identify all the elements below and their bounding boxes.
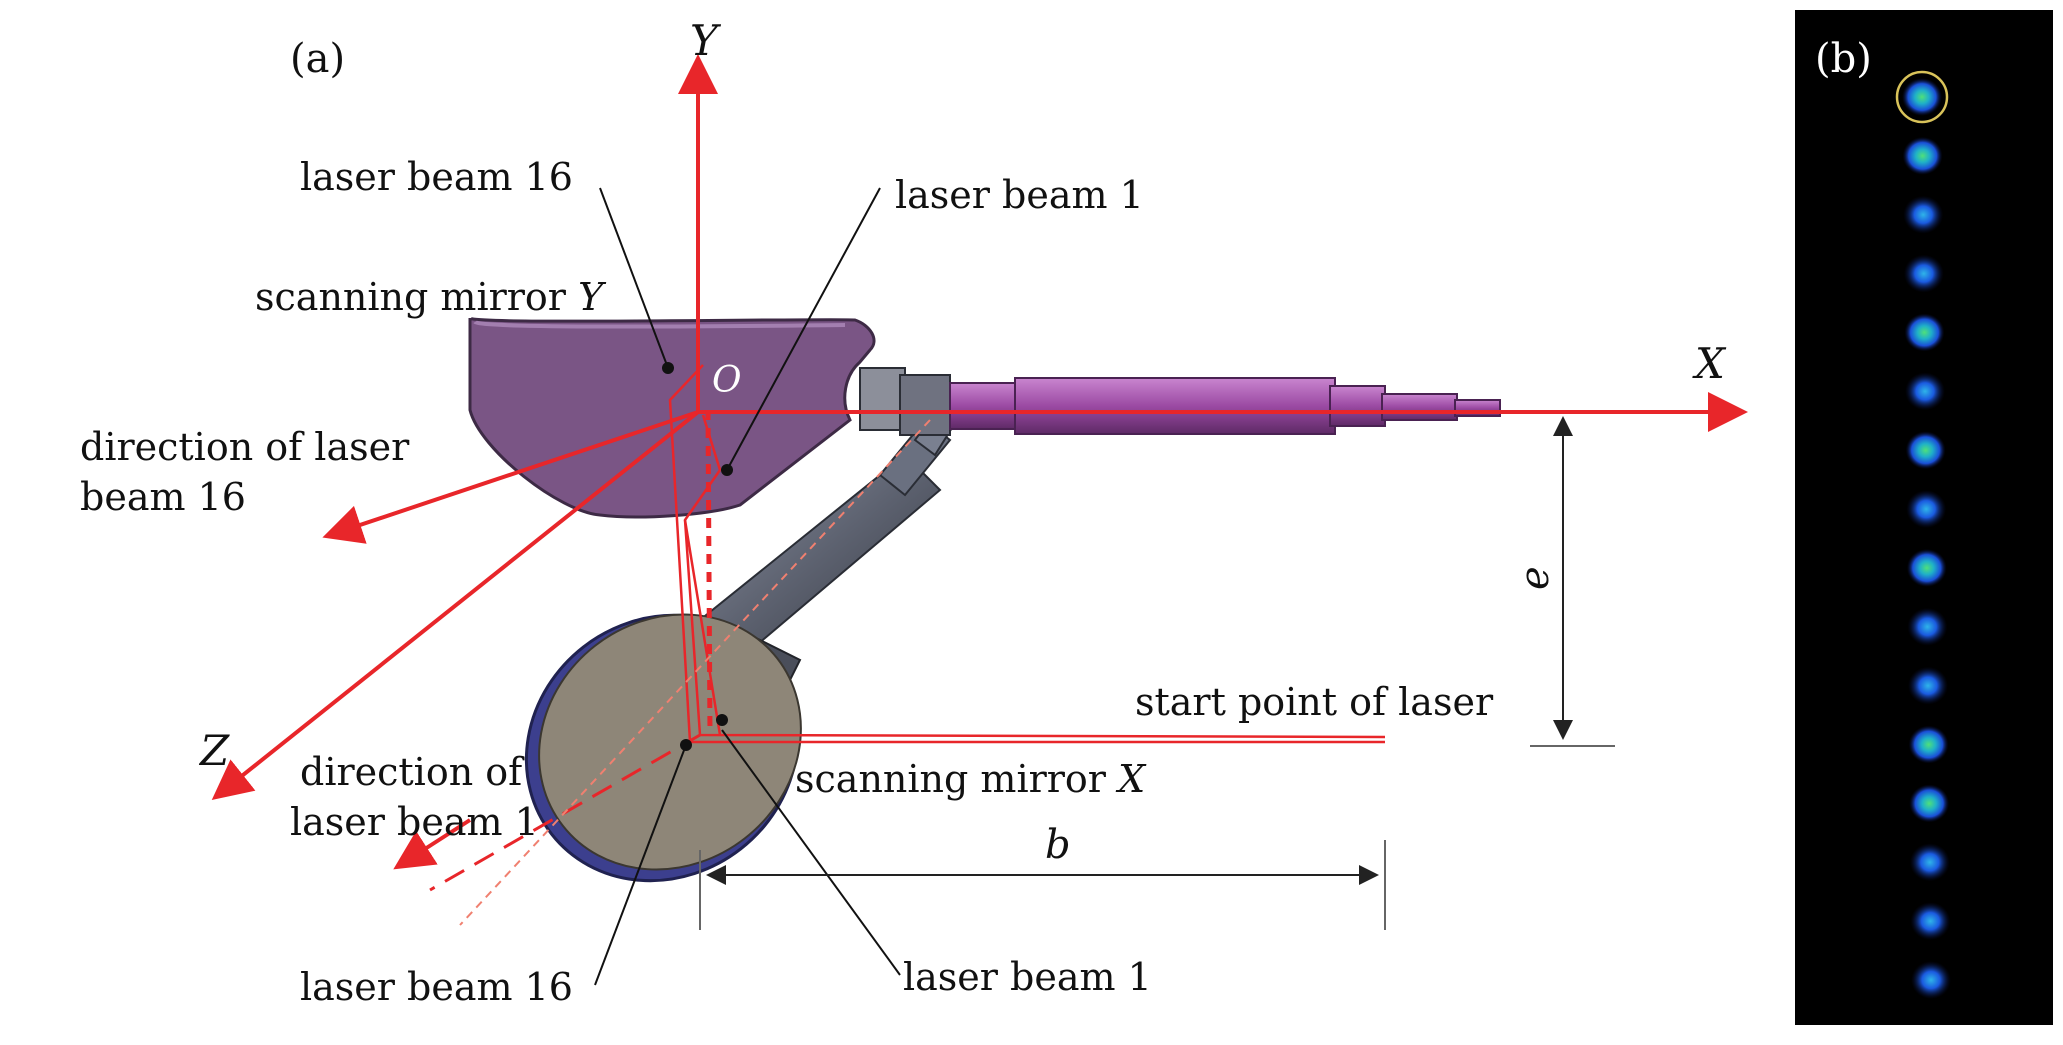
mirror-x-axis: X [1115, 757, 1147, 801]
leader-lines [594, 187, 901, 986]
laser-spot-4 [1903, 254, 1944, 293]
panel-b: (b) [1795, 10, 2053, 1025]
origin-label: O [712, 360, 742, 401]
mirror-x-text: scanning mirror [795, 757, 1118, 801]
label-start-point: start point of laser [1135, 680, 1494, 724]
laser-spot-14 [1909, 843, 1950, 882]
scanning-mirror-x [524, 401, 962, 883]
beam-contact-dots [662, 362, 733, 751]
laser-spot-8 [1906, 490, 1947, 529]
direction-beam-1-arrow [393, 818, 472, 870]
laser-spot-5 [1904, 313, 1945, 352]
label-scanning-mirror-x: scanning mirror X [795, 757, 1147, 801]
mirror-x-axis-dashed [459, 419, 931, 926]
label-direction-beam-1-line2: laser beam 1 [290, 800, 539, 844]
x-axis-label: X [1692, 339, 1727, 388]
panel-a-label: (a) [290, 36, 345, 82]
mirror-y-text: scanning mirror [255, 275, 578, 319]
dimension-b-label: b [1045, 822, 1071, 868]
dimension-b [699, 840, 1386, 930]
coordinate-axes [211, 54, 1748, 870]
highlight-ring [1895, 70, 1949, 124]
label-laser-beam-1-top: laser beam 1 [895, 173, 1144, 217]
dimension-e-label: e [1512, 566, 1558, 590]
y-axis-label: Y [690, 16, 722, 65]
label-laser-beam-1-bottom: laser beam 1 [903, 955, 1152, 999]
beam-paths [668, 364, 1386, 744]
mirror-y-shaft [859, 367, 1501, 436]
panel-b-label: (b) [1815, 36, 1872, 82]
laser-spot-13 [1909, 784, 1950, 823]
laser-spot-9 [1906, 548, 1947, 587]
label-laser-beam-16-top: laser beam 16 [300, 155, 573, 199]
panel-a: (a) [80, 16, 1748, 1009]
laser-spot-15 [1910, 902, 1951, 941]
label-scanning-mirror-y: scanning mirror Y [255, 275, 607, 319]
laser-spot-11 [1908, 666, 1948, 705]
laser-spot-6 [1905, 372, 1945, 411]
laser-spot-3 [1903, 195, 1944, 234]
laser-spot-1 [1902, 78, 1942, 116]
direction-beam-16-arrow [322, 410, 699, 544]
laser-spot-16 [1911, 961, 1951, 999]
laser-spot-2 [1902, 136, 1943, 175]
label-direction-beam-16-line2: beam 16 [80, 475, 246, 519]
laser-spot-7 [1905, 431, 1946, 470]
laser-spot-10 [1907, 607, 1948, 646]
mirror-y-axis: Y [578, 275, 607, 319]
beam-dashed-vertical [705, 409, 713, 736]
dimension-e [1530, 416, 1615, 747]
laser-spot-column [1895, 70, 1951, 999]
label-direction-beam-16-line1: direction of laser [80, 425, 410, 469]
label-direction-beam-1-line1: direction of [300, 750, 525, 794]
z-axis-label: Z [198, 726, 230, 775]
laser-spot-12 [1908, 725, 1949, 764]
label-laser-beam-16-bottom: laser beam 16 [300, 965, 573, 1009]
z-axis-arrow [211, 410, 700, 800]
